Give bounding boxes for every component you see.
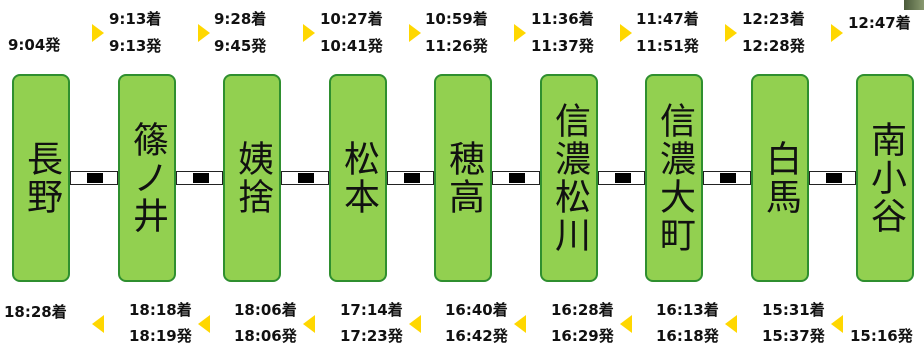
outbound-departure-time: 11:26発 [425,37,488,55]
station-name: 南小谷 [865,121,906,235]
inbound-departure-time: 18:06発 [234,327,297,345]
inbound-arrival-time: 15:31着 [762,301,825,319]
track-segment [492,171,540,185]
left-arrow-icon [92,315,104,333]
inbound-origin-departure: 15:16発 [850,327,913,345]
right-arrow-icon [514,24,526,42]
outbound-arrival-time: 11:47着 [636,10,699,28]
station-name: 姨捨 [232,140,273,216]
station-name: 信濃大町 [654,102,695,254]
left-arrow-icon [620,315,632,333]
station-box[interactable]: 長野 [12,74,70,282]
inbound-arrival-time: 16:40着 [445,301,508,319]
station-box[interactable]: 穂高 [434,74,492,282]
left-arrow-icon [198,315,210,333]
track-tie [298,173,314,183]
track-tie [614,173,631,183]
station-box[interactable]: 南小谷 [856,74,914,282]
outbound-departure-time: 9:45発 [214,37,267,55]
station-name: 長野 [21,140,62,216]
outbound-terminal-arrival: 12:47着 [848,14,911,32]
station-box[interactable]: 白馬 [751,74,809,282]
outbound-arrival-time: 9:13着 [109,10,162,28]
outbound-arrival-time: 10:27着 [320,10,383,28]
track-segment [809,171,856,185]
track-segment [70,171,118,185]
station-name: 篠ノ井 [127,121,168,235]
outbound-arrival-time: 11:36着 [531,10,594,28]
inbound-arrival-time: 16:28着 [551,301,614,319]
track-tie [720,173,736,183]
track-segment [176,171,223,185]
station-name: 信濃松川 [549,102,590,254]
outbound-arrival-time: 12:23着 [742,10,805,28]
left-arrow-icon [303,315,315,333]
inbound-departure-time: 15:37発 [762,327,825,345]
outbound-departure-time: 11:51発 [636,37,699,55]
outbound-arrival-time: 9:28着 [214,10,267,28]
right-arrow-icon [620,24,632,42]
track-segment [598,171,645,185]
inbound-arrival-time: 16:13着 [656,301,719,319]
station-box[interactable]: 篠ノ井 [118,74,176,282]
right-arrow-icon [725,24,737,42]
inbound-departure-time: 16:42発 [445,327,508,345]
station-box[interactable]: 信濃松川 [540,74,598,282]
station-name: 穂高 [443,140,484,216]
left-arrow-icon [409,315,421,333]
track-segment [703,171,751,185]
outbound-departure-time: 10:41発 [320,37,383,55]
outbound-departure-time: 11:37発 [531,37,594,55]
outbound-origin-departure: 9:04発 [8,36,61,54]
left-arrow-icon [831,315,843,333]
inbound-arrival-time: 18:06着 [234,301,297,319]
track-tie [87,173,103,183]
photo-thumbnail [904,0,924,10]
track-tie [403,173,420,183]
left-arrow-icon [514,315,526,333]
station-name: 白馬 [760,140,801,216]
station-box[interactable]: 姨捨 [223,74,281,282]
inbound-departure-time: 16:29発 [551,327,614,345]
left-arrow-icon [725,315,737,333]
track-tie [509,173,525,183]
outbound-departure-time: 9:13発 [109,37,162,55]
right-arrow-icon [198,24,210,42]
inbound-terminal-arrival: 18:28着 [4,303,67,321]
inbound-arrival-time: 18:18着 [129,301,192,319]
outbound-arrival-time: 10:59着 [425,10,488,28]
inbound-arrival-time: 17:14着 [340,301,403,319]
track-tie [192,173,209,183]
inbound-departure-time: 18:19発 [129,327,192,345]
right-arrow-icon [831,24,843,42]
station-box[interactable]: 信濃大町 [645,74,703,282]
right-arrow-icon [409,24,421,42]
right-arrow-icon [303,24,315,42]
track-segment [387,171,434,185]
inbound-departure-time: 17:23発 [340,327,403,345]
outbound-departure-time: 12:28発 [742,37,805,55]
station-box[interactable]: 松本 [329,74,387,282]
track-tie [825,173,842,183]
right-arrow-icon [92,24,104,42]
station-name: 松本 [338,140,379,216]
track-segment [281,171,329,185]
inbound-departure-time: 16:18発 [656,327,719,345]
